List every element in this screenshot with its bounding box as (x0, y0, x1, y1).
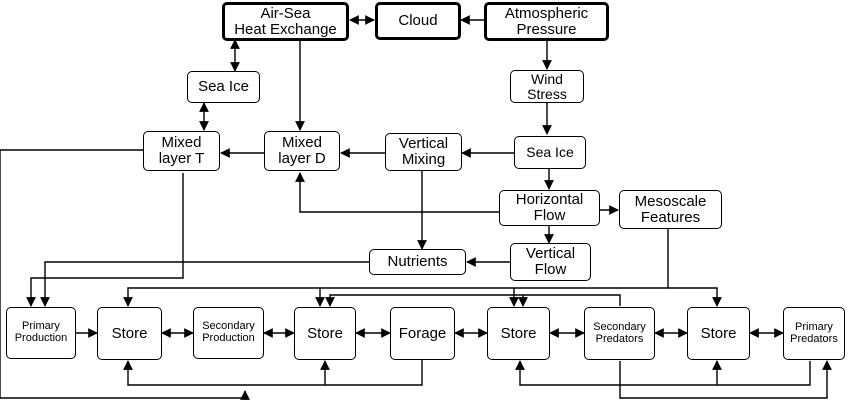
nutrients-label: Nutrients (387, 253, 448, 271)
secondary-production-box: Secondary Production (193, 307, 264, 359)
mesoscale-features-label: Mesoscale Features (634, 192, 707, 226)
primary-predators-box: Primary Predators (783, 307, 845, 360)
sea-ice-left-label: Sea Ice (198, 78, 249, 96)
store-3-box: Store (487, 307, 550, 360)
sea-ice-left-box: Sea Ice (187, 71, 260, 103)
atmospheric-pressure-box: Atmospheric Pressure (484, 2, 609, 41)
store-3-label: Store (500, 324, 537, 342)
sea-ice-right-box: Sea Ice (514, 136, 586, 169)
store-4-box: Store (687, 307, 750, 360)
air-sea-heat-exchange-label: Air-Sea Heat Exchange (234, 4, 337, 38)
store-2-box: Store (294, 307, 356, 360)
horizontal-flow-box: Horizontal Flow (499, 190, 600, 226)
forage-label: Forage (398, 324, 447, 342)
primary-production-label: Primary Production (14, 320, 68, 344)
vertical-flow-label: Vertical Flow (525, 245, 576, 278)
cloud-label: Cloud (398, 12, 438, 30)
secondary-predators-box: Secondary Predators (584, 307, 655, 360)
mesoscale-features-box: Mesoscale Features (619, 190, 722, 229)
primary-production-box: Primary Production (6, 307, 76, 359)
nutrients-box: Nutrients (369, 249, 466, 275)
mixed-layer-d-label: Mixed layer D (278, 134, 326, 167)
air-sea-heat-exchange-box: Air-Sea Heat Exchange (222, 2, 349, 41)
mixed-layer-d-box: Mixed layer D (264, 131, 340, 171)
cloud-box: Cloud (375, 2, 461, 40)
store-4-label: Store (700, 324, 737, 342)
secondary-production-label: Secondary Production (202, 320, 255, 344)
vertical-flow-box: Vertical Flow (510, 243, 591, 281)
vertical-mixing-box: Vertical Mixing (385, 133, 462, 171)
forage-box: Forage (390, 307, 455, 360)
store-1-label: Store (111, 324, 148, 342)
sea-ice-right-label: Sea Ice (526, 144, 574, 161)
mixed-layer-t-box: Mixed layer T (143, 131, 220, 171)
secondary-predators-label: Secondary Predators (593, 320, 646, 345)
primary-predators-label: Primary Predators (790, 320, 838, 345)
mixed-layer-t-label: Mixed layer T (158, 134, 205, 167)
wind-stress-label: Wind Stress (527, 70, 567, 102)
atmospheric-pressure-label: Atmospheric Pressure (504, 4, 589, 38)
wind-stress-box: Wind Stress (510, 70, 584, 103)
horizontal-flow-label: Horizontal Flow (515, 191, 584, 224)
store-1-box: Store (97, 307, 162, 360)
store-2-label: Store (307, 324, 343, 342)
vertical-mixing-label: Vertical Mixing (398, 135, 449, 168)
